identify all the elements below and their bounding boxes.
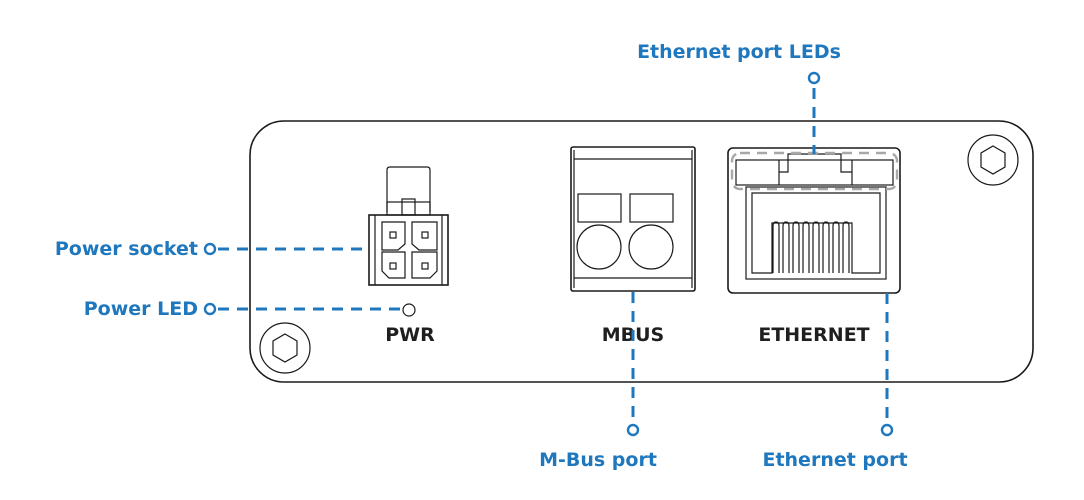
rj45-pin: [782, 221, 790, 273]
rj45-pin: [822, 221, 830, 273]
rj45-pin: [802, 221, 810, 273]
callout-label-mbus-port: M-Bus port: [539, 449, 657, 471]
panel-body: [249, 120, 1034, 383]
rj45-pin: [832, 221, 840, 273]
callout-label-ethernet-port: Ethernet port: [762, 449, 907, 471]
rj45-pin: [842, 221, 850, 273]
power-socket-icon: [368, 166, 449, 286]
screw-icon-top-right: [967, 134, 1019, 186]
screw-icon-bottom-left: [259, 322, 311, 374]
callout-label-power-socket: Power socket: [55, 238, 198, 260]
callout-label-power-led: Power LED: [84, 298, 198, 320]
callout-ethernet-leds: Ethernet port LEDs: [637, 41, 841, 154]
rj45-pin: [792, 221, 800, 273]
callout-mbus-port: M-Bus port: [539, 292, 657, 471]
rj45-pin: [772, 221, 780, 273]
ethernet-rj45-icon: [727, 147, 901, 294]
callout-ethernet-port: Ethernet port: [762, 293, 908, 471]
mbus-terminal-block-icon: [570, 146, 696, 292]
callout-power-led: Power LED: [84, 298, 402, 320]
rj45-pin: [812, 221, 820, 273]
callout-label-ethernet-leds: Ethernet port LEDs: [637, 41, 841, 63]
callout-power-socket: Power socket: [55, 238, 368, 260]
power-led-icon: [402, 303, 416, 317]
ethernet-led-highlight: [730, 151, 899, 191]
port-label-ethernet: ETHERNET: [758, 324, 869, 346]
port-label-pwr: PWR: [385, 324, 435, 346]
